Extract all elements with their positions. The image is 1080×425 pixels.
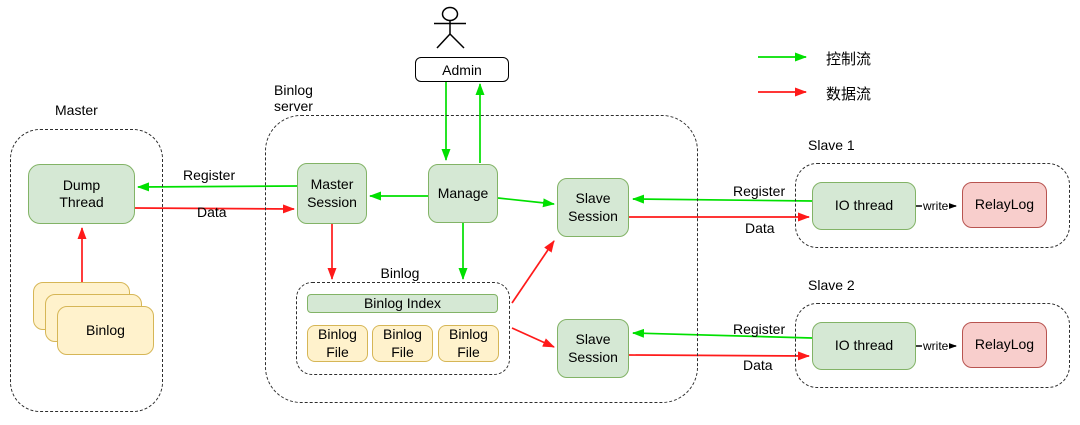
binlog-server-container: [265, 115, 698, 403]
slave-session-1-node: Slave Session: [557, 178, 629, 237]
slave1-register-label: Register: [733, 183, 786, 199]
slave1-group-title: Slave 1: [808, 137, 855, 153]
slave1-data-label: Data: [745, 220, 775, 236]
slave2-group-container: [795, 303, 1070, 388]
binlog-stack-front: Binlog: [57, 306, 154, 355]
master-data-label: Data: [197, 204, 227, 220]
binlog-index-label: Binlog Index: [363, 294, 442, 311]
io-thread-1-node: IO thread: [812, 182, 916, 230]
master-group-container: [10, 129, 163, 412]
binlog-file-2-label: Binlog File: [383, 326, 422, 360]
slave-session-2-node: Slave Session: [557, 319, 629, 378]
binlog-group-title: Binlog: [380, 265, 420, 281]
relay-log-1-label: RelayLog: [974, 196, 1035, 213]
relay-log-2-label: RelayLog: [974, 336, 1035, 353]
legend-control-label: 控制流: [826, 51, 872, 68]
binlog-file-node-1: Binlog File: [307, 325, 368, 362]
slave1-group-container: [795, 163, 1070, 248]
binlog-file-3-label: Binlog File: [449, 326, 488, 360]
relay-log-1-node: RelayLog: [962, 182, 1047, 228]
slave2-group-title: Slave 2: [808, 277, 855, 293]
binlog-file-node-2: Binlog File: [372, 325, 433, 362]
legend-data-label: 数据流: [826, 86, 872, 103]
io-thread-1-label: IO thread: [834, 197, 894, 214]
write-1-label: write: [922, 199, 950, 213]
manage-label: Manage: [437, 184, 489, 201]
slave2-data-label: Data: [743, 357, 773, 373]
binlog-file-1-label: Binlog File: [318, 326, 357, 360]
relay-log-2-node: RelayLog: [962, 322, 1047, 368]
admin-label: Admin: [442, 61, 482, 78]
slave2-register-label: Register: [733, 321, 786, 337]
master-session-label: Master Session: [307, 176, 357, 210]
io-thread-2-label: IO thread: [834, 337, 894, 354]
dump-thread-label: Dump Thread: [59, 176, 104, 211]
admin-node: Admin: [415, 57, 509, 82]
binlog-server-title: Binlog server: [274, 82, 313, 115]
slave-session-1-label: Slave Session: [568, 190, 618, 224]
binlog-index-node: Binlog Index: [307, 294, 498, 313]
binlog-file-node-3: Binlog File: [438, 325, 499, 362]
admin-actor-icon: [434, 6, 466, 49]
master-register-label: Register: [183, 167, 236, 183]
write-2-label: write: [922, 339, 950, 353]
master-group-title: Master: [55, 102, 98, 118]
slave-session-2-label: Slave Session: [568, 331, 618, 365]
io-thread-2-node: IO thread: [812, 322, 916, 370]
dump-thread-node: Dump Thread: [28, 164, 135, 224]
master-session-node: Master Session: [297, 163, 367, 224]
binlog-group-container: [296, 282, 510, 375]
manage-node: Manage: [428, 164, 498, 223]
binlog-stack-label: Binlog: [86, 321, 125, 338]
